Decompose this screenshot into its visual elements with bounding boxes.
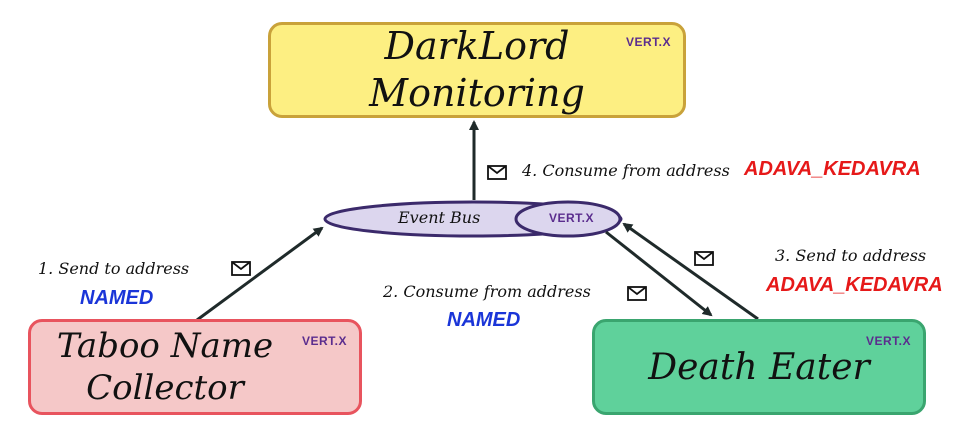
envelope-icon: [487, 165, 507, 180]
event-bus-vertx-badge: [514, 200, 622, 238]
step-2-label: 2. Consume from address: [383, 282, 591, 301]
step-3-address: ADAVA_KEDAVRA: [766, 274, 943, 296]
vertx-logo: VERT.X: [625, 35, 671, 49]
taboo-name-collector-node: Taboo Name Collector VERT.X: [28, 319, 362, 415]
vertx-logo: VERT.X: [549, 211, 595, 225]
node-title-line1: Taboo Name: [56, 325, 274, 366]
step-1-address: NAMED: [80, 287, 154, 309]
step-3-label: 3. Send to address: [775, 246, 927, 265]
envelope-icon: [694, 251, 714, 266]
step-4-address: ADAVA_KEDAVRA: [744, 158, 921, 180]
envelope-icon: [627, 286, 647, 301]
arrow-collector-to-bus: [196, 226, 324, 322]
node-title-line2: Collector: [86, 368, 244, 408]
darklord-monitoring-node: DarkLord Monitoring VERT.X: [268, 22, 686, 118]
step-1-label: 1. Send to address: [38, 259, 190, 278]
node-title: DarkLord Monitoring: [369, 23, 585, 116]
arrow-bus-to-eater: [605, 230, 713, 317]
arrow-eater-to-bus: [622, 222, 759, 321]
envelope-icon: [231, 261, 251, 276]
vertx-logo: VERT.X: [301, 334, 347, 348]
step-4-label: 4. Consume from address: [522, 161, 730, 180]
event-bus-label: Event Bus: [398, 208, 481, 227]
vertx-logo: VERT.X: [865, 334, 911, 348]
death-eater-node: Death Eater VERT.X: [592, 319, 926, 415]
step-2-address: NAMED: [447, 309, 521, 331]
node-title: Death Eater: [648, 346, 870, 388]
